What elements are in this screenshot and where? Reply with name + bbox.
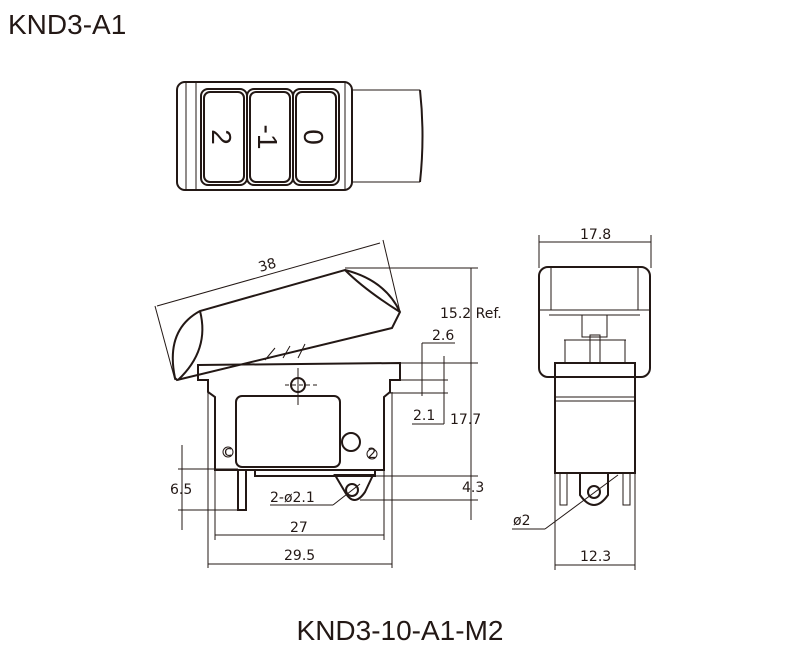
dim-29-5: 29.5 <box>284 548 315 564</box>
terminal-mark-2: 2 <box>368 446 377 462</box>
dim-2-6: 2.6 <box>432 328 454 344</box>
side-view: c 2 38 15.2 Ref. 2.6 2.1 17.7 4.3 6.5 2 <box>154 239 502 568</box>
dim-6-5: 6.5 <box>170 482 192 498</box>
end-view: 17.8 ø2 12.3 <box>512 227 652 570</box>
dim-15-2-ref: 15.2 Ref. <box>440 306 502 322</box>
dim-holes-2-1: 2-ø2.1 <box>270 490 315 506</box>
dim-4-3: 4.3 <box>462 480 484 496</box>
rocker-label-2: 2 <box>206 129 237 145</box>
terminal-mark-c: c <box>224 444 232 460</box>
dim-17-8: 17.8 <box>580 227 611 243</box>
dim-2-1: 2.1 <box>413 408 435 424</box>
dim-38: 38 <box>257 256 279 276</box>
dim-12-3: 12.3 <box>580 549 611 565</box>
rocker-label-0: 0 <box>298 129 329 145</box>
title-bottom: KND3-10-A1-M2 <box>297 615 504 646</box>
rocker-label-1: -1 <box>252 125 283 150</box>
dim-17-7: 17.7 <box>450 412 481 428</box>
dim-27: 27 <box>290 520 308 536</box>
top-view: 2 -1 0 <box>176 81 424 191</box>
title-top: KND3-A1 <box>8 9 126 40</box>
dim-o2: ø2 <box>513 513 530 529</box>
